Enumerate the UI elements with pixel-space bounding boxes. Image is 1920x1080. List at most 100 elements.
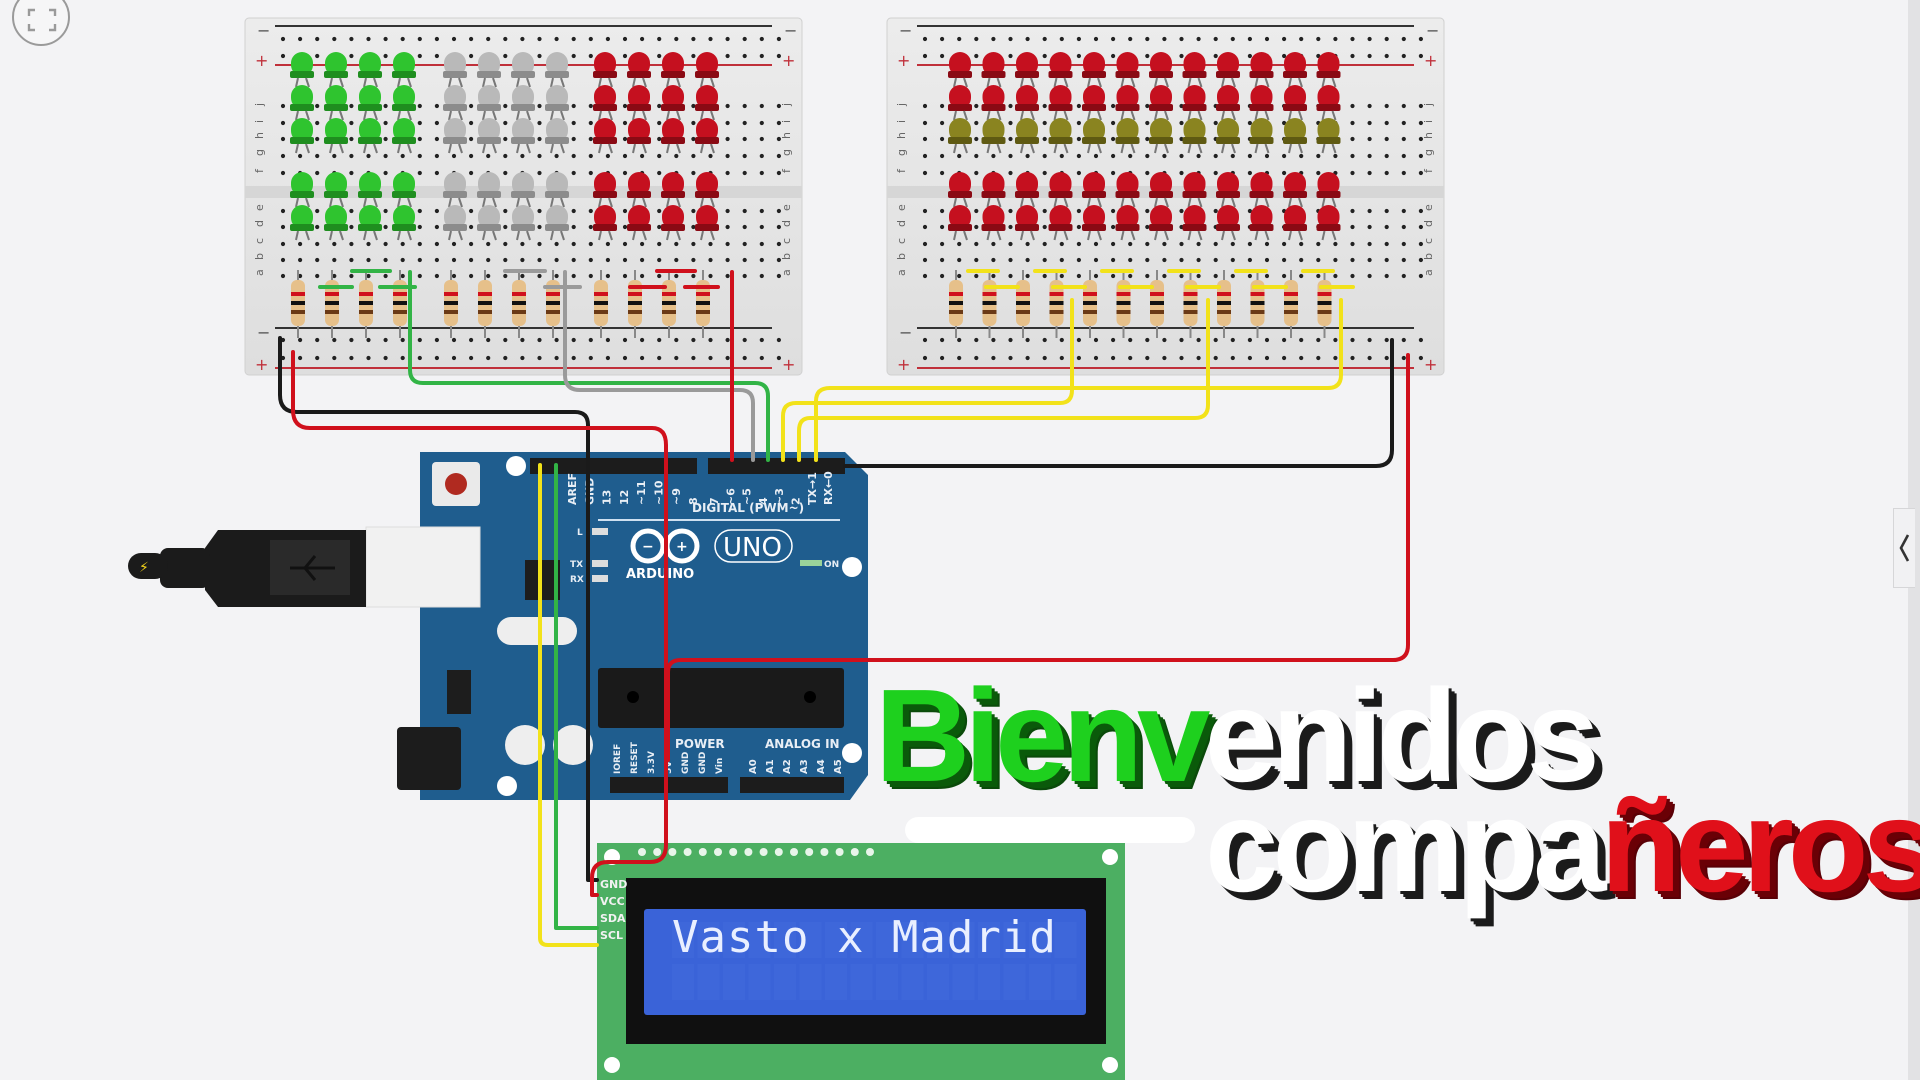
led[interactable] (443, 118, 467, 154)
led[interactable] (290, 172, 314, 208)
led[interactable] (1283, 205, 1307, 241)
led[interactable] (477, 52, 501, 88)
led[interactable] (1115, 172, 1140, 208)
led[interactable] (324, 172, 348, 208)
led[interactable] (1283, 172, 1307, 208)
led[interactable] (627, 205, 651, 241)
wire-yellow-pin3[interactable] (781, 298, 1074, 462)
led[interactable] (477, 172, 501, 208)
reset-button-cap[interactable] (445, 473, 467, 495)
led[interactable] (358, 172, 382, 208)
led[interactable] (1249, 205, 1274, 241)
collapse-panel-tab[interactable] (1893, 508, 1915, 588)
led[interactable] (948, 52, 972, 88)
dc-jack[interactable] (397, 727, 461, 790)
led[interactable] (1149, 52, 1173, 88)
led[interactable] (1182, 205, 1207, 241)
led[interactable] (1015, 85, 1039, 121)
led[interactable] (1048, 52, 1073, 88)
fullscreen-button[interactable] (12, 0, 70, 46)
led[interactable] (545, 85, 569, 121)
led[interactable] (545, 52, 569, 88)
resistor[interactable] (1083, 270, 1097, 338)
led[interactable] (511, 118, 535, 154)
led[interactable] (1082, 85, 1106, 121)
led[interactable] (545, 172, 569, 208)
led[interactable] (443, 85, 467, 121)
led[interactable] (1015, 205, 1039, 241)
resistor[interactable] (291, 270, 305, 338)
led[interactable] (1316, 118, 1341, 154)
led[interactable] (1048, 118, 1073, 154)
led[interactable] (1048, 85, 1073, 121)
resistor[interactable] (662, 270, 676, 338)
resistor[interactable] (594, 270, 608, 338)
led[interactable] (948, 118, 972, 154)
resistor[interactable] (393, 270, 407, 338)
led[interactable] (948, 85, 972, 121)
led[interactable] (661, 205, 685, 241)
led[interactable] (1249, 85, 1274, 121)
led[interactable] (1316, 205, 1341, 241)
led[interactable] (1115, 52, 1140, 88)
led[interactable] (593, 172, 617, 208)
led[interactable] (1182, 172, 1207, 208)
wire-vcc-lcd[interactable] (590, 778, 668, 897)
led[interactable] (392, 85, 416, 121)
led[interactable] (1283, 52, 1307, 88)
resistor[interactable] (478, 270, 492, 338)
resistor[interactable] (325, 270, 339, 338)
led[interactable] (593, 85, 617, 121)
resistor[interactable] (696, 270, 710, 338)
led[interactable] (511, 52, 535, 88)
led[interactable] (1048, 172, 1073, 208)
led[interactable] (1249, 172, 1274, 208)
led[interactable] (627, 85, 651, 121)
led[interactable] (1283, 118, 1307, 154)
led[interactable] (545, 205, 569, 241)
led[interactable] (392, 205, 416, 241)
led[interactable] (627, 52, 651, 88)
led[interactable] (1015, 118, 1039, 154)
led[interactable] (1048, 205, 1073, 241)
resistor[interactable] (1116, 270, 1131, 338)
led[interactable] (1015, 172, 1039, 208)
led[interactable] (593, 118, 617, 154)
led[interactable] (392, 172, 416, 208)
led[interactable] (358, 85, 382, 121)
led[interactable] (948, 172, 972, 208)
led[interactable] (511, 85, 535, 121)
resistor[interactable] (982, 270, 997, 338)
led[interactable] (392, 52, 416, 88)
led[interactable] (695, 205, 719, 241)
led[interactable] (1249, 52, 1274, 88)
wire-gnd-right[interactable] (843, 338, 1394, 468)
wire-5v-left[interactable] (291, 350, 668, 782)
wire-gnd-left[interactable] (278, 336, 599, 882)
led[interactable] (443, 205, 467, 241)
led[interactable] (324, 205, 348, 241)
resistor[interactable] (1049, 270, 1064, 338)
wires[interactable] (278, 270, 1410, 947)
led[interactable] (1015, 52, 1039, 88)
resistor[interactable] (1317, 270, 1332, 338)
led[interactable] (661, 52, 685, 88)
led[interactable] (1149, 205, 1173, 241)
led[interactable] (981, 52, 1006, 88)
led[interactable] (443, 172, 467, 208)
resistor[interactable] (1150, 270, 1164, 338)
led[interactable] (1182, 118, 1207, 154)
wire-sda[interactable] (554, 463, 599, 930)
resistor[interactable] (1016, 270, 1030, 338)
led[interactable] (511, 172, 535, 208)
led[interactable] (1283, 85, 1307, 121)
led[interactable] (948, 205, 972, 241)
led[interactable] (1082, 172, 1106, 208)
wire-yellow-pin1[interactable] (814, 298, 1343, 462)
led[interactable] (290, 52, 314, 88)
led[interactable] (1316, 52, 1341, 88)
led[interactable] (593, 205, 617, 241)
resistor[interactable] (1284, 270, 1298, 338)
